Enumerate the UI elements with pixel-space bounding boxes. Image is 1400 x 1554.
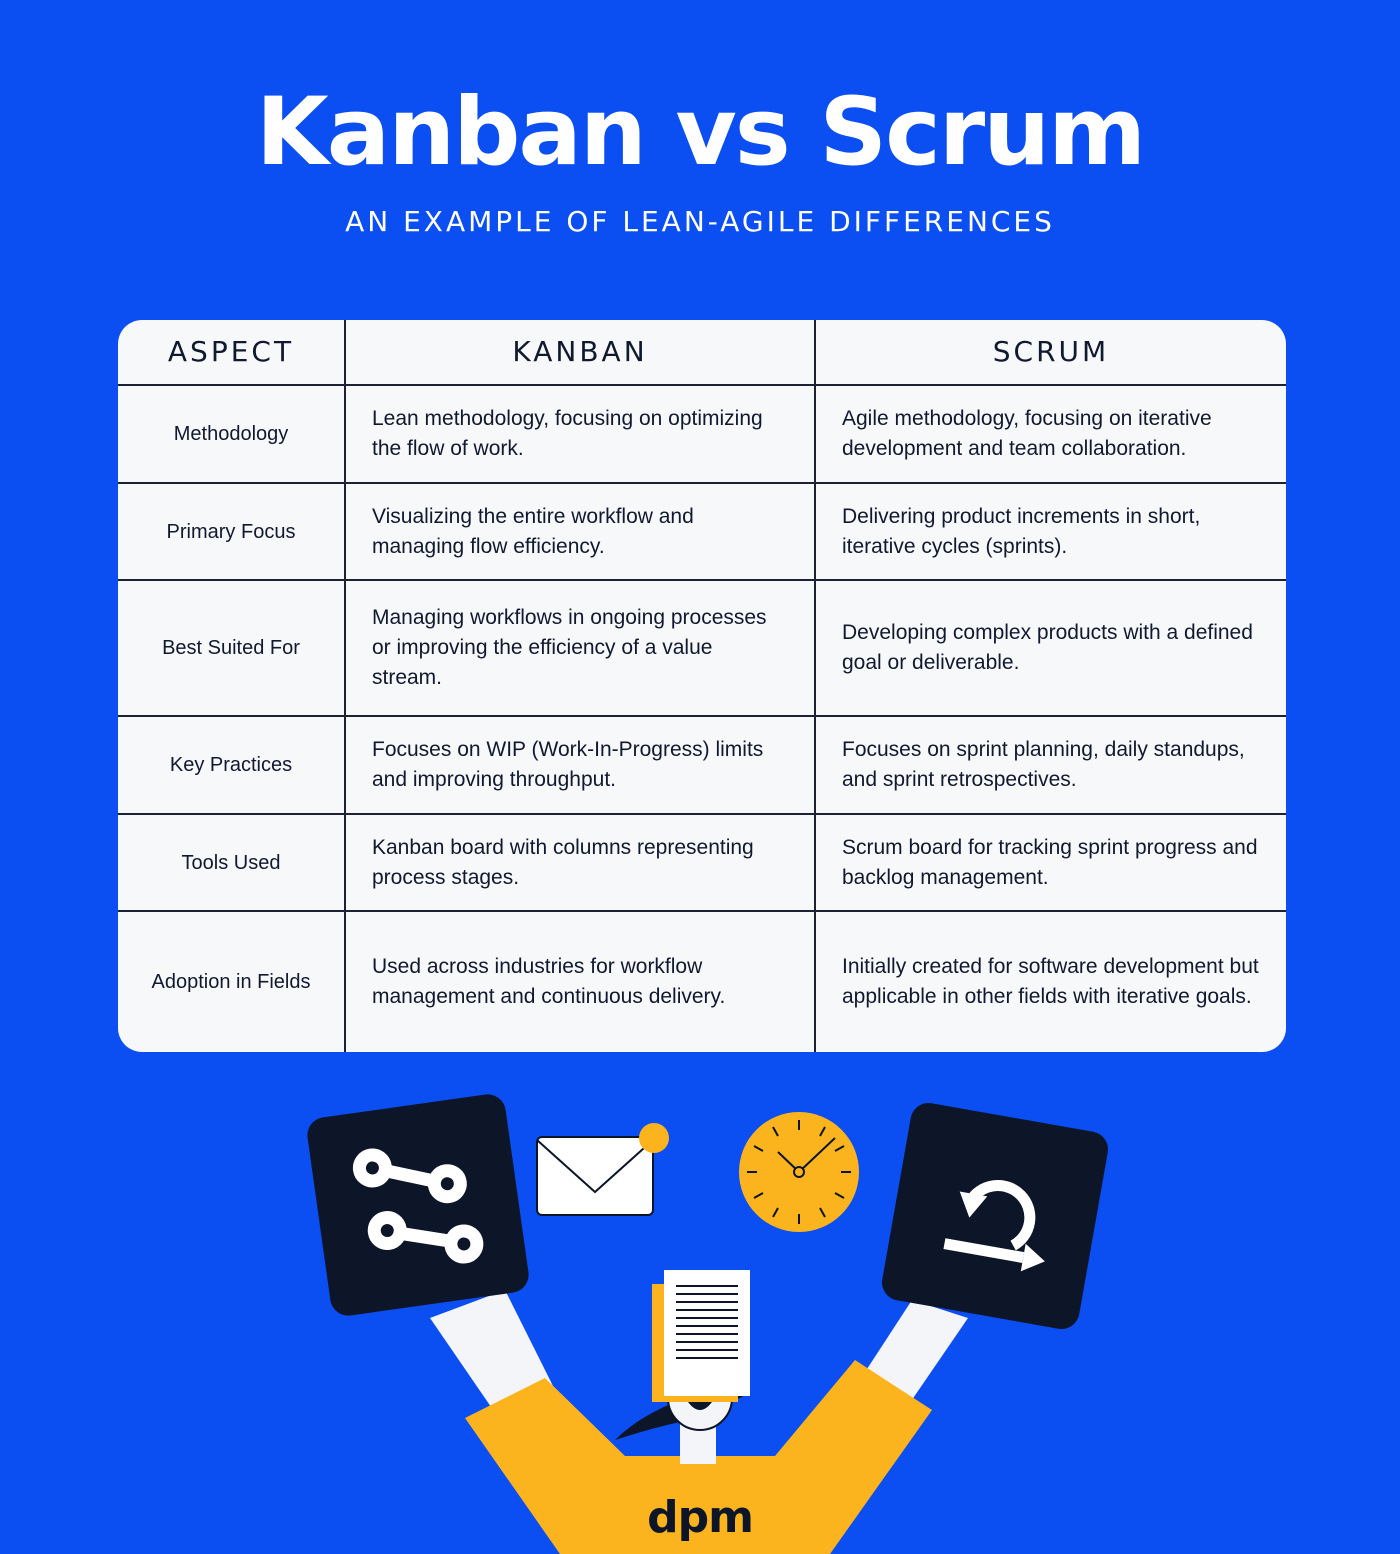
row-kanban-cell: Kanban board with columns representing p… — [346, 815, 816, 912]
envelope-icon — [536, 1123, 669, 1216]
column-header-scrum: SCRUM — [816, 320, 1286, 386]
clock-icon — [739, 1112, 859, 1232]
comparison-table: ASPECT KANBAN SCRUM Methodology Lean met… — [118, 320, 1286, 1052]
illustration — [307, 1094, 1108, 1554]
page-title: Kanban vs Scrum — [255, 78, 1146, 187]
row-aspect-label: Adoption in Fields — [118, 912, 346, 1052]
row-scrum-cell: Focuses on sprint planning, daily standu… — [816, 717, 1286, 815]
row-scrum-cell: Agile methodology, focusing on iterative… — [816, 386, 1286, 484]
row-aspect-label: Best Suited For — [118, 581, 346, 717]
iteration-arrow-icon — [882, 1103, 1108, 1329]
row-aspect-label: Methodology — [118, 386, 346, 484]
row-kanban-cell: Managing workflows in ongoing processes … — [346, 581, 816, 717]
row-scrum-cell: Initially created for software developme… — [842, 955, 1259, 1008]
row-scrum-cell: Scrum board for tracking sprint progress… — [816, 815, 1286, 912]
row-aspect-label: Key Practices — [118, 717, 346, 815]
row-kanban-cell: Lean methodology, focusing on optimizing… — [346, 386, 816, 484]
row-aspect-label: Tools Used — [118, 815, 346, 912]
row-aspect-label: Primary Focus — [118, 484, 346, 581]
row-scrum-cell: Developing complex products with a defin… — [816, 581, 1286, 717]
row-kanban-cell: Visualizing the entire workflow and mana… — [346, 484, 816, 581]
document-icon — [652, 1270, 750, 1402]
dpm-logo: dpm — [647, 1492, 754, 1543]
column-header-aspect: ASPECT — [118, 320, 346, 386]
row-scrum-cell: Delivering product increments in short, … — [816, 484, 1286, 581]
column-header-kanban: KANBAN — [346, 320, 816, 386]
page-subtitle: AN EXAMPLE OF LEAN-AGILE DIFFERENCES — [345, 205, 1055, 238]
row-kanban-cell: Used across industries for workflow mana… — [346, 912, 816, 1052]
row-kanban-cell: Focuses on WIP (Work-In-Progress) limits… — [346, 717, 816, 815]
workflow-icon — [307, 1094, 529, 1316]
